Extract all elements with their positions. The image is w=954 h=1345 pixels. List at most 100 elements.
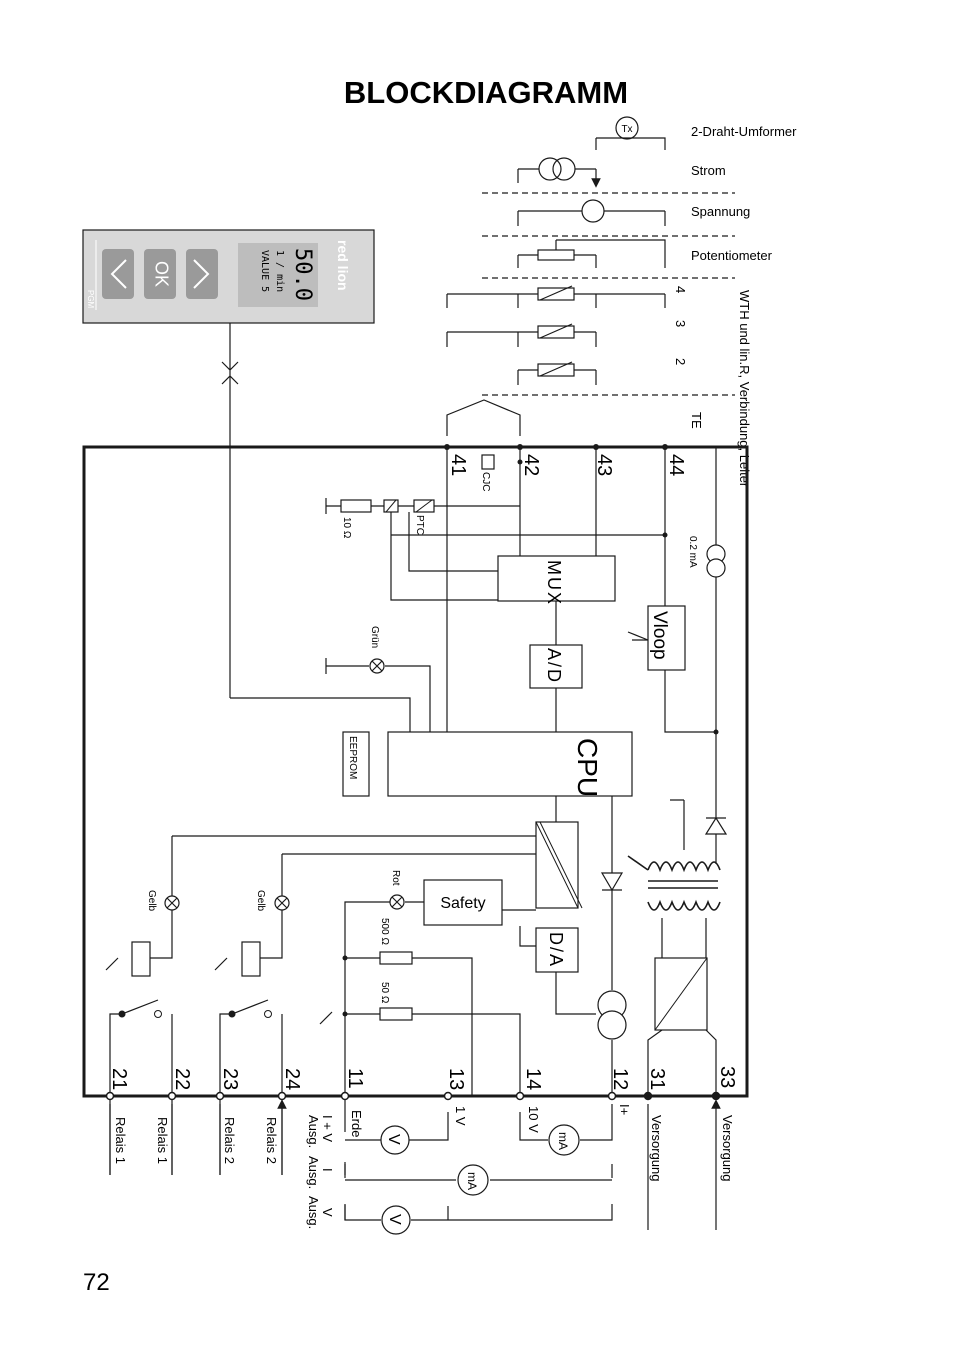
relay2-label-b: Relais 2: [264, 1117, 279, 1164]
r10-label: 10 Ω: [341, 517, 352, 539]
brand-logo: red lion: [335, 240, 351, 291]
eeprom-label: EEPROM: [347, 736, 358, 779]
left-button[interactable]: [102, 249, 134, 299]
right-button[interactable]: [186, 249, 218, 299]
ad-label: A/D: [544, 648, 564, 684]
relay1-label-a: Relais 1: [113, 1117, 128, 1164]
diode-1: [704, 816, 728, 835]
chevron-left-icon: [110, 259, 127, 289]
supply1-label: Versorgung: [649, 1115, 664, 1182]
bottom-terminals: [105, 1091, 721, 1101]
supply2-label: Versorgung: [720, 1115, 735, 1182]
terminal-11: 11: [344, 1068, 366, 1089]
rtd-wire-2: 2: [673, 358, 688, 365]
out-v-label: V: [320, 1208, 335, 1217]
pgm-label: PGM: [86, 290, 95, 309]
terminal-44: 44: [665, 454, 687, 476]
cpu-block: [387, 731, 633, 797]
da-label: D/A: [546, 932, 566, 968]
voltmeter-2-label: V: [386, 1214, 403, 1225]
terminal-14: 14: [522, 1068, 544, 1090]
plus-label: I+: [617, 1104, 632, 1115]
label-rtd: WTH und lin.R, Verbindung, Leiter: [737, 290, 752, 488]
relay1-label-b: Relais 1: [155, 1117, 170, 1164]
terminal-41: 41: [447, 454, 469, 476]
page-number: 72: [83, 1269, 110, 1296]
page-title: BLOCKDIAGRAMM: [344, 75, 628, 110]
resistor-10-ohm: [340, 499, 372, 513]
v10-label: 10 V: [526, 1106, 541, 1133]
display-link: [221, 323, 239, 698]
resistor-50-ohm: [379, 1007, 413, 1021]
ammeter-2: [457, 1164, 489, 1196]
ammeter-2-label: mA: [465, 1172, 479, 1190]
terminal-13: 13: [445, 1068, 467, 1090]
label-current: Strom: [691, 163, 726, 178]
ptc-label: PTC: [414, 515, 425, 535]
ok-button[interactable]: [144, 249, 176, 299]
lcd-display: [238, 243, 318, 307]
transmitter-symbol: [615, 116, 639, 140]
ausg-2-label: Ausg.: [306, 1156, 321, 1189]
junction-dots: [118, 459, 719, 1018]
r500-label: 500 Ω: [379, 918, 390, 945]
ammeter-1-label: mA: [556, 1132, 570, 1150]
terminal-31: 31: [646, 1068, 668, 1090]
yellow2-led-label: Gelb: [255, 890, 266, 912]
cpu-label: CPU: [572, 738, 603, 797]
transformer: [627, 855, 721, 911]
ausg-3-label: Ausg.: [306, 1196, 321, 1229]
cjc-sensor: [481, 454, 495, 470]
voltmeter-1: [380, 1125, 410, 1155]
ad-block: [529, 644, 583, 689]
resistor-500-ohm: [379, 951, 413, 965]
label-potentiometer: Potentiometer: [691, 248, 773, 263]
da-block: [535, 927, 579, 973]
lcd-value: 50.0: [290, 248, 315, 301]
ammeter-1: [548, 1124, 580, 1156]
chevron-right-icon: [193, 259, 210, 289]
relay1-coil: [131, 941, 151, 977]
front-panel: OK 50.0 1 / min VALUE 5 PGM red lion: [82, 229, 375, 324]
current-source-label: 0.2 mA: [687, 536, 698, 568]
r50-label: 50 Ω: [379, 982, 390, 1004]
terminal-12: 12: [609, 1068, 631, 1090]
label-two-wire: 2-Draht-Umformer: [691, 124, 797, 139]
eeprom-block: [342, 731, 370, 797]
terminal-42: 42: [520, 454, 542, 476]
voltmeter-1-label: V: [385, 1134, 402, 1145]
label-voltage: Spannung: [691, 204, 750, 219]
rtd-wire-3: 3: [673, 320, 688, 327]
vloop-block: [647, 605, 686, 671]
label-tc: TE: [689, 412, 704, 429]
mux-label: MUX: [544, 560, 564, 606]
relay2-label-a: Relais 2: [222, 1117, 237, 1164]
out-i-label: I: [320, 1168, 335, 1172]
voltmeter-2: [381, 1205, 411, 1235]
diode-2: [600, 872, 624, 892]
lcd-value-label: VALUE 5: [259, 250, 270, 292]
tx-label: Tx: [621, 124, 632, 135]
terminal-33: 33: [716, 1066, 738, 1088]
terminal-43: 43: [593, 454, 615, 476]
yellow1-led-label: Gelb: [146, 890, 157, 912]
v1-label: 1 V: [453, 1106, 468, 1126]
lcd-unit: 1 / min: [274, 250, 285, 292]
rtd-wire-4: 4: [673, 286, 688, 293]
device-enclosure: [82, 445, 749, 1098]
safety-block: [423, 879, 503, 926]
vloop-label: Vloop: [649, 611, 670, 660]
cjc-label: CJC: [480, 472, 491, 491]
green-led-label: Grün: [369, 626, 380, 648]
terminal-22: 22: [171, 1068, 193, 1090]
terminal-23: 23: [219, 1068, 241, 1090]
ausg-1-label: Ausg.: [306, 1115, 321, 1148]
safety-label: Safety: [440, 895, 485, 912]
mux-block: [497, 555, 616, 602]
out-iv-label: I + V: [320, 1115, 335, 1142]
terminal-21: 21: [108, 1068, 130, 1090]
terminal-24: 24: [281, 1068, 303, 1090]
earth-label: Erde: [349, 1110, 364, 1137]
relay2-coil: [241, 941, 261, 977]
